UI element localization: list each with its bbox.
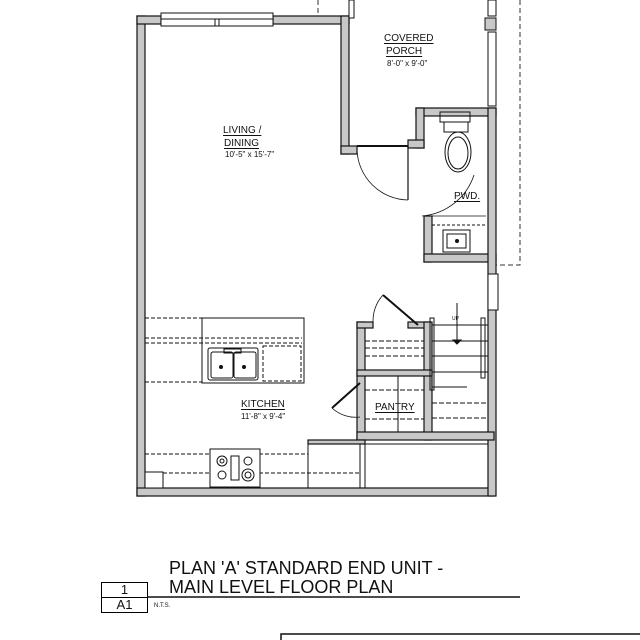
- toilet: [439, 111, 472, 173]
- porch-name-line1: COVERED: [384, 33, 434, 44]
- scale-note: N.T.S.: [154, 603, 171, 609]
- stairs: [364, 303, 489, 489]
- stair-up-label: UP: [452, 316, 460, 322]
- doors: [331, 145, 486, 418]
- kitchen-name: KITCHEN: [241, 399, 285, 410]
- porch-outline: [317, 0, 521, 266]
- detail-number-tag: 1: [101, 582, 148, 598]
- pantry-name: PANTRY: [375, 402, 415, 413]
- plan-title-line2: MAIN LEVEL FLOOR PLAN: [169, 577, 394, 597]
- plan-title-line1: PLAN 'A' STANDARD END UNIT -: [169, 558, 444, 578]
- living-dimensions: 10'-5" x 15'-7": [225, 150, 275, 159]
- kitchen-dimensions: 11'-8" x 9'-4": [241, 412, 286, 421]
- porch-dimensions: 8'-0" x 9'-0": [387, 59, 428, 68]
- sheet-number-tag: A1: [101, 597, 148, 613]
- living-name-line1: LIVING /: [223, 125, 262, 136]
- vanity-sink: [432, 224, 486, 253]
- kitchen-island: [145, 317, 305, 384]
- living-name-line2: DINING: [224, 138, 259, 149]
- walls: [136, 15, 497, 497]
- kitchen-counters: [144, 443, 361, 489]
- windows: [160, 0, 499, 311]
- title-block-frame: [280, 633, 640, 640]
- powder-room-name: PWD.: [454, 191, 481, 202]
- porch-name-line2: PORCH: [386, 46, 423, 57]
